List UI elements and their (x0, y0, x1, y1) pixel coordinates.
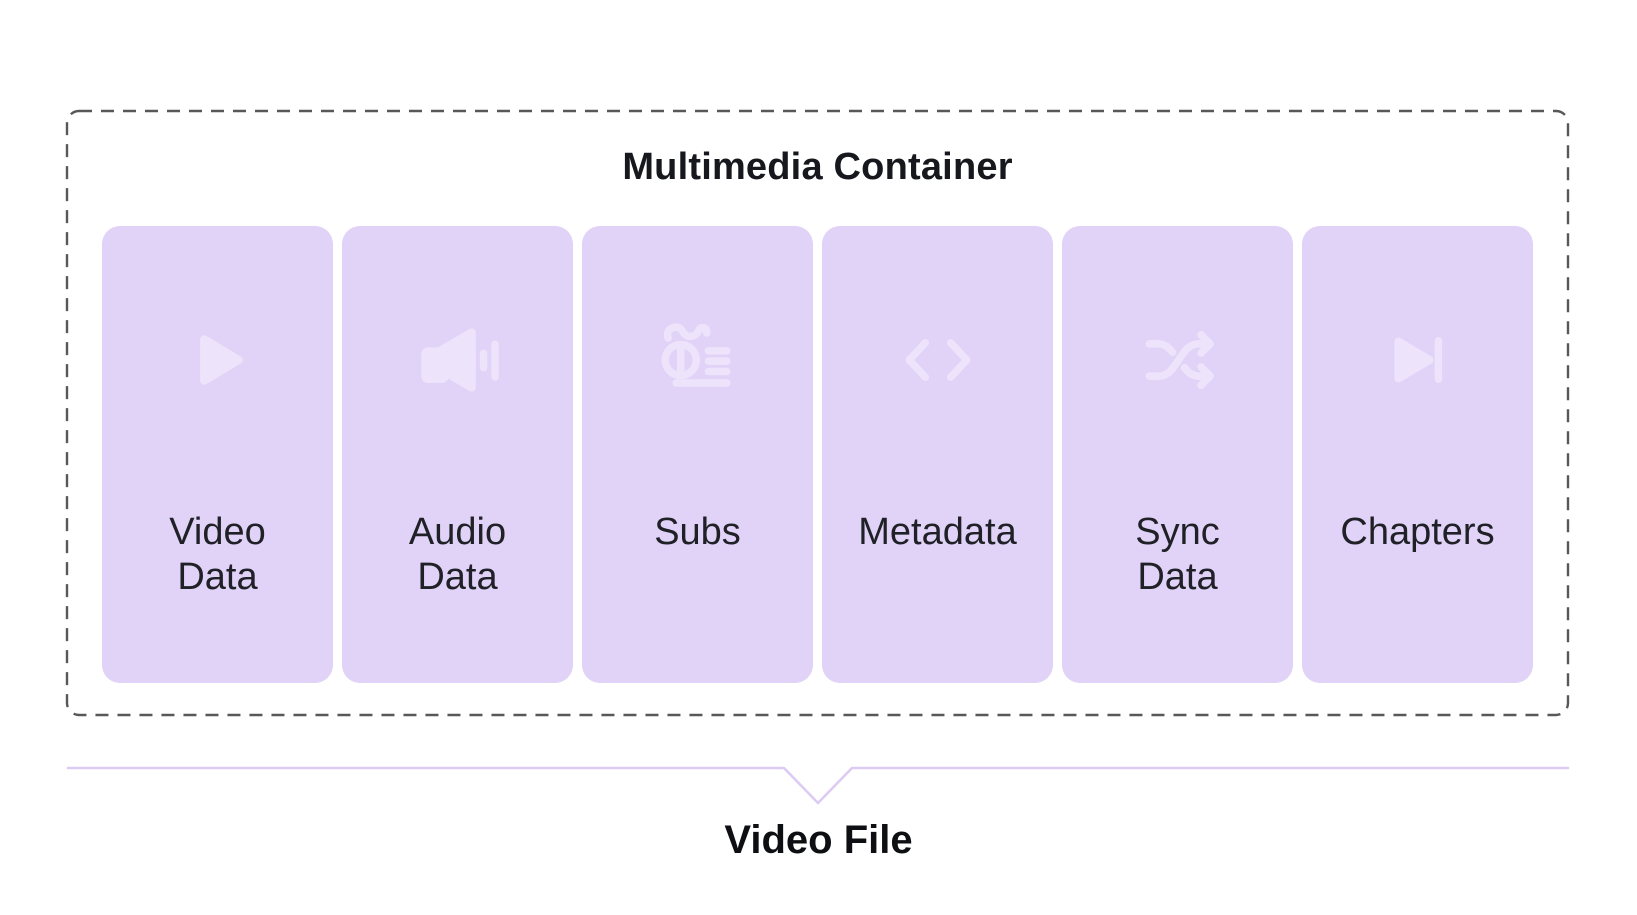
card-label: Audio Data (408, 511, 507, 598)
container-title: Multimedia Container (622, 146, 1013, 188)
card-label: Subs (654, 511, 741, 553)
volume-icon (342, 314, 573, 406)
output-file-label: Video File (724, 818, 913, 862)
track-cards-row: Video Data Audio Data (102, 226, 1533, 683)
code-icon (822, 314, 1053, 406)
card-audio-data: Audio Data (342, 226, 573, 683)
card-label: Chapters (1340, 511, 1495, 553)
card-sync-data: Sync Data (1062, 226, 1293, 683)
subtitles-icon (582, 314, 813, 406)
card-label: Metadata (858, 511, 1017, 553)
skip-forward-icon (1302, 314, 1533, 406)
card-metadata: Metadata (822, 226, 1053, 683)
play-icon (102, 314, 333, 406)
card-video-data: Video Data (102, 226, 333, 683)
bracket-line (66, 766, 1570, 805)
card-label: Sync Data (1135, 511, 1220, 598)
shuffle-icon (1062, 314, 1293, 406)
card-subs: Subs (582, 226, 813, 683)
card-chapters: Chapters (1302, 226, 1533, 683)
card-label: Video Data (169, 511, 266, 598)
